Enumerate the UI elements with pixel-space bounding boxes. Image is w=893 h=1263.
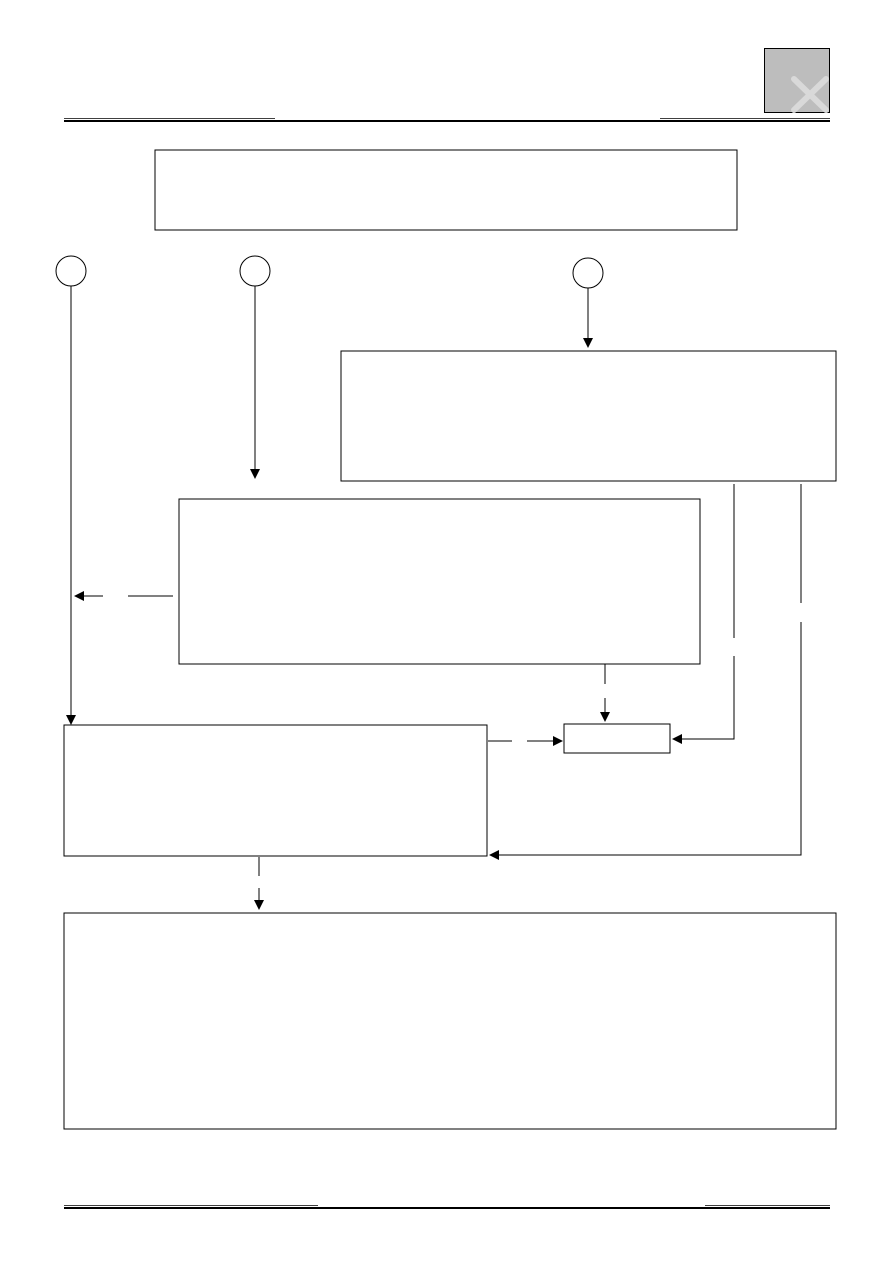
header-rule xyxy=(64,118,830,122)
cross-mark-icon xyxy=(791,76,829,113)
connector-circle-1 xyxy=(55,255,87,287)
connector-circle-3 xyxy=(572,257,604,289)
small-box xyxy=(563,723,671,754)
arrow-right-box-to-small-box xyxy=(673,484,735,739)
top-box xyxy=(154,149,738,231)
right-box xyxy=(340,350,837,482)
lower-left-box xyxy=(63,724,488,857)
bottom-box xyxy=(63,912,837,1130)
connector-circle-2 xyxy=(239,255,271,287)
arrow-right-box-to-lower-left-box xyxy=(490,484,802,855)
corner-logo xyxy=(764,48,830,113)
middle-box xyxy=(178,498,701,665)
footer-rule xyxy=(64,1205,830,1209)
